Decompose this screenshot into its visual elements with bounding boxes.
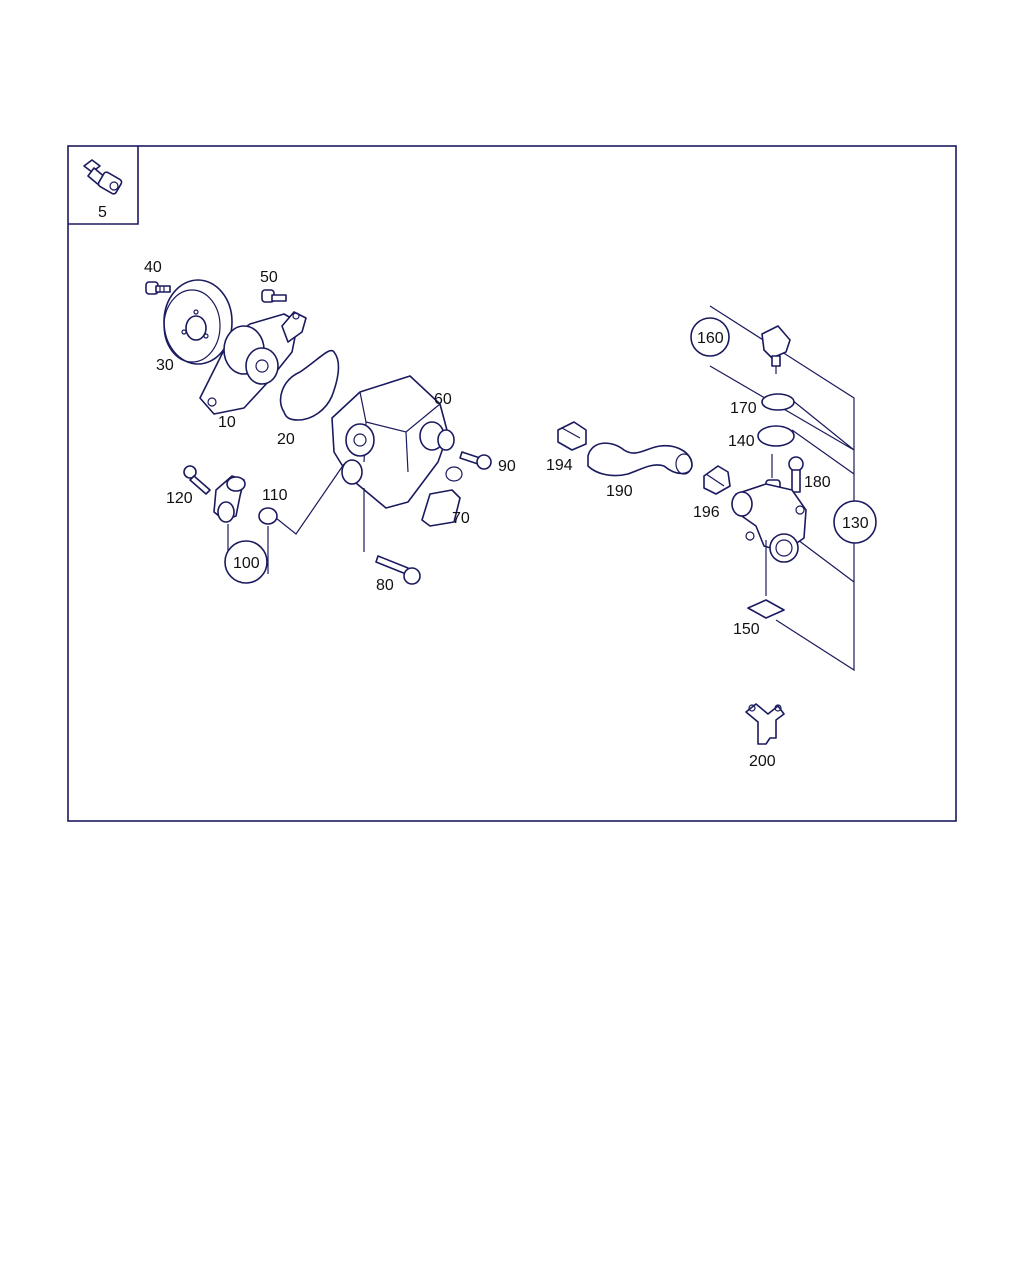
part-160-sensor[interactable]	[761, 325, 791, 374]
label-40: 40	[144, 259, 162, 276]
part-170-o-ring[interactable]	[761, 393, 795, 411]
part-130-thermostat-housing[interactable]	[731, 454, 807, 563]
label-130: 130	[842, 515, 869, 532]
label-194: 194	[546, 457, 573, 474]
hose-end	[675, 453, 693, 475]
part-180-screw[interactable]	[788, 456, 804, 493]
label-90: 90	[498, 458, 516, 475]
diagram-frame	[67, 145, 957, 822]
part-100-connector[interactable]	[213, 475, 246, 523]
label-120: 120	[166, 490, 193, 507]
part-140-seal[interactable]	[757, 425, 795, 447]
label-20: 20	[277, 431, 295, 448]
label-10: 10	[218, 414, 236, 431]
part-30-pulley[interactable]	[163, 279, 233, 365]
label-160: 160	[697, 330, 724, 347]
label-190: 190	[606, 483, 633, 500]
label-60: 60	[434, 391, 452, 408]
label-70: 70	[452, 510, 470, 527]
part-80-bolt[interactable]	[375, 555, 421, 585]
part-194-clamp[interactable]	[557, 421, 587, 451]
label-30: 30	[156, 357, 174, 374]
part-110-o-ring[interactable]	[258, 507, 278, 525]
part-70-plug[interactable]	[421, 466, 463, 527]
label-50: 50	[260, 269, 278, 286]
callout-circle-100[interactable]	[224, 540, 268, 584]
part-200-bracket[interactable]	[745, 703, 785, 745]
part-50-bolt[interactable]	[261, 289, 287, 303]
label-200: 200	[749, 753, 776, 770]
label-5: 5	[98, 204, 107, 221]
label-196: 196	[693, 504, 720, 521]
part-5-sensor[interactable]	[83, 159, 123, 195]
label-170: 170	[730, 400, 757, 417]
label-150: 150	[733, 621, 760, 638]
part-60-housing[interactable]	[331, 375, 455, 509]
inset-box	[68, 146, 139, 225]
part-10-water-pump[interactable]	[199, 311, 307, 415]
label-180: 180	[804, 474, 831, 491]
label-140: 140	[728, 433, 755, 450]
part-40-bolt[interactable]	[145, 281, 171, 295]
callout-circle-130[interactable]	[833, 500, 877, 544]
part-90-bolt[interactable]	[459, 451, 492, 470]
label-110: 110	[262, 487, 288, 504]
part-196-clamp[interactable]	[703, 465, 731, 495]
part-120-screw[interactable]	[183, 465, 211, 495]
label-100: 100	[233, 555, 260, 572]
label-80: 80	[376, 577, 394, 594]
part-150-label[interactable]	[747, 540, 785, 619]
part-20-gasket[interactable]	[279, 349, 340, 421]
callout-circle-160[interactable]	[690, 317, 730, 357]
